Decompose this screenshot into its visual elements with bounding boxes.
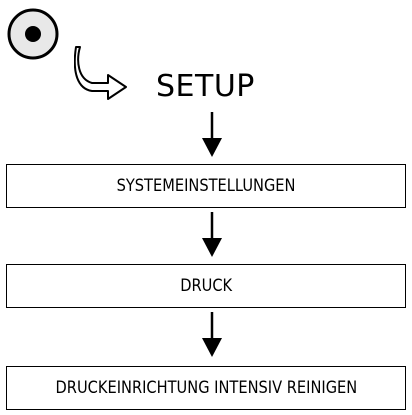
step-label: SYSTEMEINSTELLUNGEN bbox=[116, 176, 296, 196]
step-label: DRUCK bbox=[180, 276, 232, 296]
hook-arrow-icon bbox=[74, 46, 127, 100]
down-arrow-icon bbox=[202, 112, 222, 157]
round-button-icon bbox=[7, 8, 59, 60]
step-box-intensive-cleaning: DRUCKEINRICHTUNG INTENSIV REINIGEN bbox=[6, 366, 406, 410]
down-arrow-icon bbox=[202, 212, 222, 257]
down-arrow-icon bbox=[202, 312, 222, 357]
step-box-print: DRUCK bbox=[6, 264, 406, 308]
step-label: DRUCKEINRICHTUNG INTENSIV REINIGEN bbox=[55, 378, 357, 398]
step-box-system-settings: SYSTEMEINSTELLUNGEN bbox=[6, 164, 406, 208]
menu-title: SETUP bbox=[156, 69, 255, 104]
